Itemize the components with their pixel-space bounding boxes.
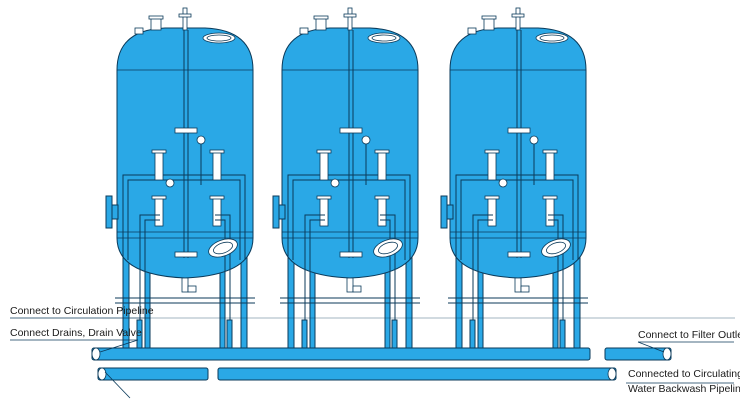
label-backwash-line1: Connected to Circulating [628,368,740,380]
upper-header-pipe [91,347,591,361]
filter-outlet-pipe [604,347,672,361]
filter-tank-2 [279,7,421,361]
lower-header-pipe-left [97,367,209,381]
side-flange-3 [440,195,454,229]
label-filter-outlet: Connect to Filter Outlet [638,329,740,341]
label-backwash-line2: Water Backwash Pipeline [628,383,740,395]
lower-header-pipe-right [217,367,617,381]
callout-lines [10,317,735,399]
filter-tank-3 [447,7,589,361]
side-flange-2 [272,195,286,229]
side-flange-1 [105,195,119,229]
label-drains-drain-valve: Connect Drains, Drain Valve [10,327,142,339]
label-circulation-pipeline: Connect to Circulation Pipeline [10,305,154,317]
